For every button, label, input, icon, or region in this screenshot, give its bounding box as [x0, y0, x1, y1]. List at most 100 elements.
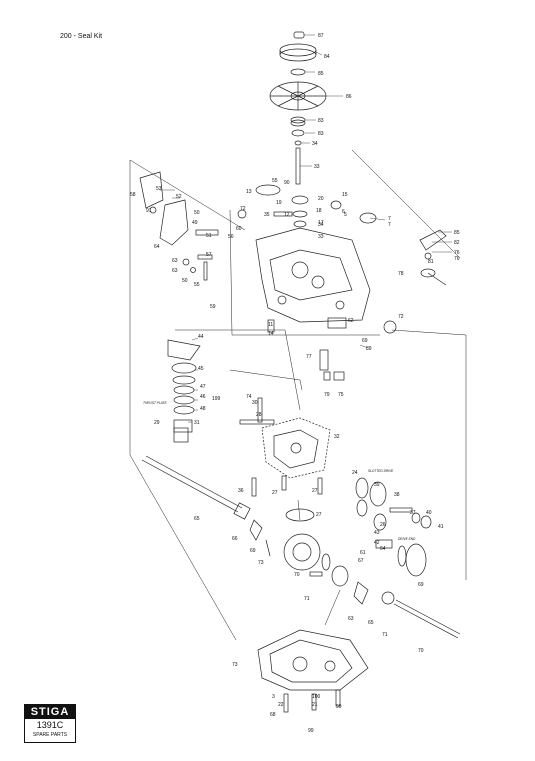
part-callout: 21 [0, 0, 6, 2]
part-callout: 31 [194, 420, 200, 426]
part-callout: 29 [154, 420, 160, 426]
part-callout: 32 [334, 434, 340, 440]
control-linkage-left [139, 171, 247, 281]
assembly-line [324, 589, 341, 626]
part-callout: 99 [308, 728, 314, 734]
part-callout: 84 [324, 54, 330, 60]
part-callout: 36 [238, 488, 244, 494]
part-callout: 12 [284, 212, 290, 218]
part-callout: 27 [272, 490, 278, 496]
part-callout: 63 [172, 268, 178, 274]
part-callout: 90 [284, 180, 290, 186]
stiga-logo: STIGA [25, 705, 75, 719]
slotted-drive-note: SLOTTED DRIVE [368, 469, 394, 473]
part-callout: 70 [294, 572, 300, 578]
part-callout: 85 [318, 71, 324, 77]
part-callout: 68 [270, 712, 276, 718]
part-callout: 18 [316, 208, 322, 214]
part-callout: 73 [232, 662, 238, 668]
part-callout: 69 [418, 582, 424, 588]
part-callout: 65 [194, 516, 200, 522]
right-gear-train [355, 477, 432, 577]
right-axle-assembly [353, 581, 461, 639]
part-callout: 73 [258, 560, 264, 566]
assembly-line [129, 159, 246, 231]
part-callout: 69 [362, 338, 368, 344]
part-callout: 64 [154, 244, 160, 250]
part-callout: 59 [210, 304, 216, 310]
part-callout: 57 [206, 252, 212, 258]
part-callout: 47 [200, 384, 206, 390]
part-callout: 56 [228, 234, 234, 240]
part-callout: 75 [338, 392, 344, 398]
part-callout: 17 [318, 220, 324, 226]
thrust-plate-note: THRUST PLATE [143, 401, 168, 405]
part-callout: 26 [380, 522, 386, 528]
part-callout: 66 [232, 536, 238, 542]
seal-stack [167, 339, 345, 443]
part-callout: 64 [380, 546, 386, 552]
part-callout: 21 [312, 702, 318, 708]
part-callout: 70 [418, 648, 424, 654]
part-callout: 20 [318, 196, 324, 202]
assembly-line [129, 160, 237, 641]
part-callout: 49 [192, 220, 198, 226]
part-callout: 27 [312, 488, 318, 494]
center-block [239, 397, 331, 497]
part-callout: 48 [200, 406, 206, 412]
assembly-line [229, 209, 380, 336]
part-callout: 46 [200, 394, 206, 400]
part-callout: 35 [264, 212, 270, 218]
assembly-line [297, 499, 301, 521]
stiga-brand-box: STIGA 1391C SPARE PARTS [24, 704, 76, 743]
part-callout: 50 [194, 210, 200, 216]
drive-end-note: DRIVE END [398, 537, 416, 541]
part-callout: 71 [382, 632, 388, 638]
part-callout: 67 [358, 558, 364, 564]
part-callout: 100 [312, 694, 321, 700]
part-callout: 65 [368, 620, 374, 626]
part-callout: 79 [324, 392, 330, 398]
part-callout: 99 [336, 704, 342, 710]
part-callout: 5 [344, 212, 347, 218]
part-callout: 51 [206, 233, 212, 239]
part-callout: 13 [246, 189, 252, 195]
part-callout: 14 [268, 331, 274, 337]
part-callout: 45 [198, 366, 204, 372]
part-callout: 22 [278, 702, 284, 708]
part-callout: 27 [316, 512, 322, 518]
part-callout: 100 [0, 0, 9, 2]
part-callout: 15 [342, 192, 348, 198]
page-title: 200 - Seal Kit [60, 33, 103, 40]
upper-housing [255, 227, 371, 333]
part-callout: 58 [130, 192, 136, 198]
part-callout: 76 [454, 250, 460, 256]
part-callout: 85 [454, 230, 460, 236]
part-callout: 6 [342, 209, 345, 215]
part-callout: 72 [398, 314, 404, 320]
part-callout: 60 [236, 226, 242, 232]
part-callout: 74 [246, 394, 252, 400]
assembly-line [175, 329, 301, 411]
part-callout: 24 [352, 470, 358, 476]
control-linkage-right [383, 229, 447, 334]
spare-parts-label: SPARE PARTS [32, 732, 68, 738]
part-callout: 19 [276, 200, 282, 206]
part-callout: 81 [428, 259, 434, 265]
fan-blades [269, 81, 327, 111]
part-callout: 52 [176, 194, 182, 200]
part-callout: 7 [388, 222, 391, 228]
part-callout: 11 [268, 322, 273, 328]
part-callout: 33 [318, 234, 324, 240]
part-callout: 83 [318, 118, 324, 124]
part-callout: 71 [304, 596, 310, 602]
part-callout: 91 [146, 208, 152, 214]
part-callout: 42 [374, 540, 380, 546]
part-callout: 50 [182, 278, 188, 284]
upper-small-parts [255, 184, 377, 228]
part-callout: 89 [366, 346, 372, 352]
part-callout: 82 [454, 240, 460, 246]
part-callout: 87 [318, 33, 324, 39]
part-callout: 3 [272, 694, 275, 700]
